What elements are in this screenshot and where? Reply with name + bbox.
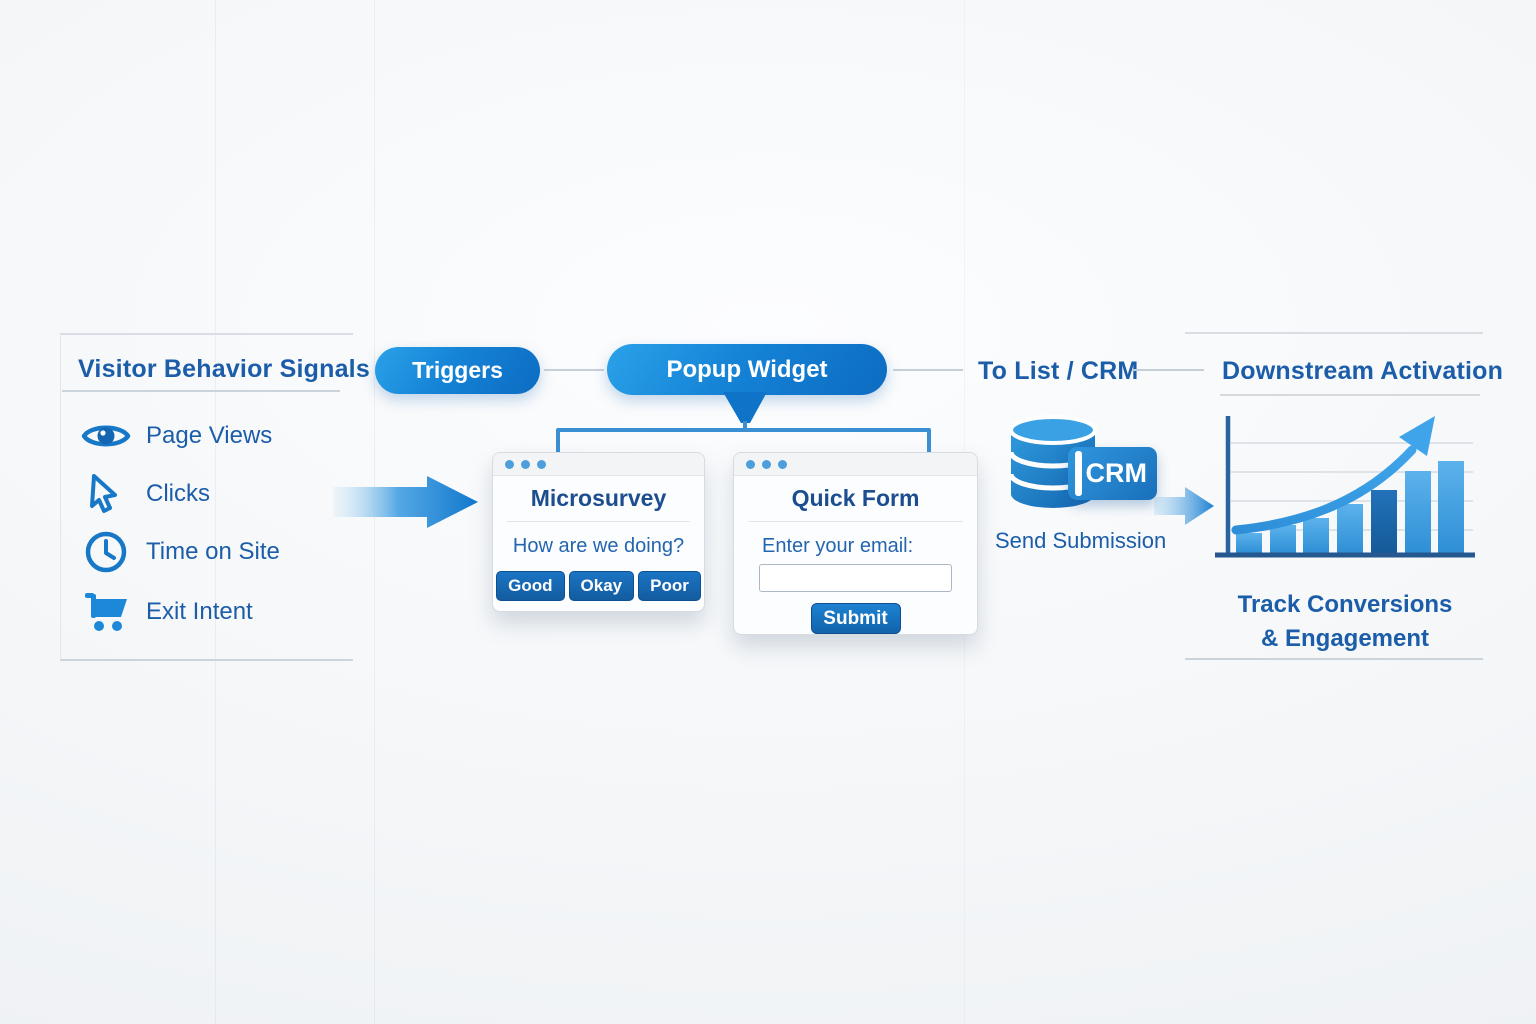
poor-button[interactable]: Poor: [638, 571, 701, 601]
email-input[interactable]: [759, 564, 952, 592]
cursor-icon: [80, 473, 132, 515]
window-dot-icon: [537, 459, 546, 469]
signals-panel-title: Visitor Behavior Signals: [78, 355, 370, 383]
signal-row-page-views: Page Views: [80, 412, 272, 460]
connector-line: [1132, 369, 1204, 371]
signal-label: Clicks: [146, 480, 210, 507]
chart-bars: [1236, 461, 1464, 553]
window-dot-icon: [505, 459, 514, 469]
microsurvey-question: How are we doing?: [512, 535, 685, 557]
clock-icon: [80, 530, 132, 574]
quick-form-title: Quick Form: [791, 485, 920, 511]
triggers-pill: Triggers: [375, 347, 540, 394]
cart-icon: [80, 590, 132, 634]
okay-button[interactable]: Okay: [568, 571, 635, 601]
connector-line: [893, 369, 963, 371]
microsurvey-titlebar: [493, 453, 704, 476]
activation-panel: [1185, 332, 1483, 660]
growth-bar-chart: [1215, 416, 1475, 558]
activation-caption-line1: Track Conversions: [1237, 591, 1453, 618]
flow-arrow-small-icon: [1154, 487, 1214, 525]
flow-arrow-right-icon: [333, 476, 478, 528]
activation-title-underline: [1220, 394, 1480, 396]
survey-buttons-row: Good Okay Poor: [493, 571, 704, 601]
popup-widget-pill: Popup Widget: [607, 344, 887, 395]
email-field-label: Enter your email:: [762, 535, 914, 557]
signal-row-clicks: Clicks: [80, 470, 210, 518]
signal-row-time-on-site: Time on Site: [80, 528, 280, 576]
window-dot-icon: [521, 459, 530, 469]
activation-caption-line2: & Engagement: [1260, 625, 1430, 652]
submit-button[interactable]: Submit: [810, 603, 901, 634]
divider: [507, 521, 690, 522]
window-dot-icon: [778, 459, 787, 469]
crm-section-title: To List / CRM: [978, 357, 1139, 385]
send-submission-caption: Send Submission: [995, 528, 1167, 553]
microsurvey-title: Microsurvey: [530, 485, 667, 511]
signal-row-exit-intent: Exit Intent: [80, 588, 253, 636]
quick-form-titlebar: [734, 453, 977, 476]
activation-caption: Track Conversions & Engagement: [1215, 588, 1475, 656]
connector-line: [544, 369, 604, 371]
quick-form-window: Quick Form Enter your email: Submit: [733, 452, 978, 635]
growth-arrowhead-icon: [1399, 416, 1435, 456]
microsurvey-window: Microsurvey How are we doing? Good Okay …: [492, 452, 705, 612]
window-dot-icon: [762, 459, 771, 469]
good-button[interactable]: Good: [496, 571, 565, 601]
divider: [748, 521, 963, 522]
signals-panel: [60, 333, 353, 661]
crm-badge: CRM: [1068, 447, 1157, 500]
signal-label: Time on Site: [146, 538, 280, 565]
eye-icon: [80, 419, 132, 453]
popup-bracket-connector: [556, 392, 931, 453]
window-dot-icon: [746, 459, 755, 469]
growth-arrow-icon: [1231, 445, 1417, 535]
signal-label: Page Views: [146, 422, 273, 449]
background-texture-line: [215, 0, 216, 1024]
signal-label: Exit Intent: [146, 598, 253, 625]
signals-title-underline: [62, 390, 340, 392]
activation-panel-title: Downstream Activation: [1222, 357, 1504, 385]
